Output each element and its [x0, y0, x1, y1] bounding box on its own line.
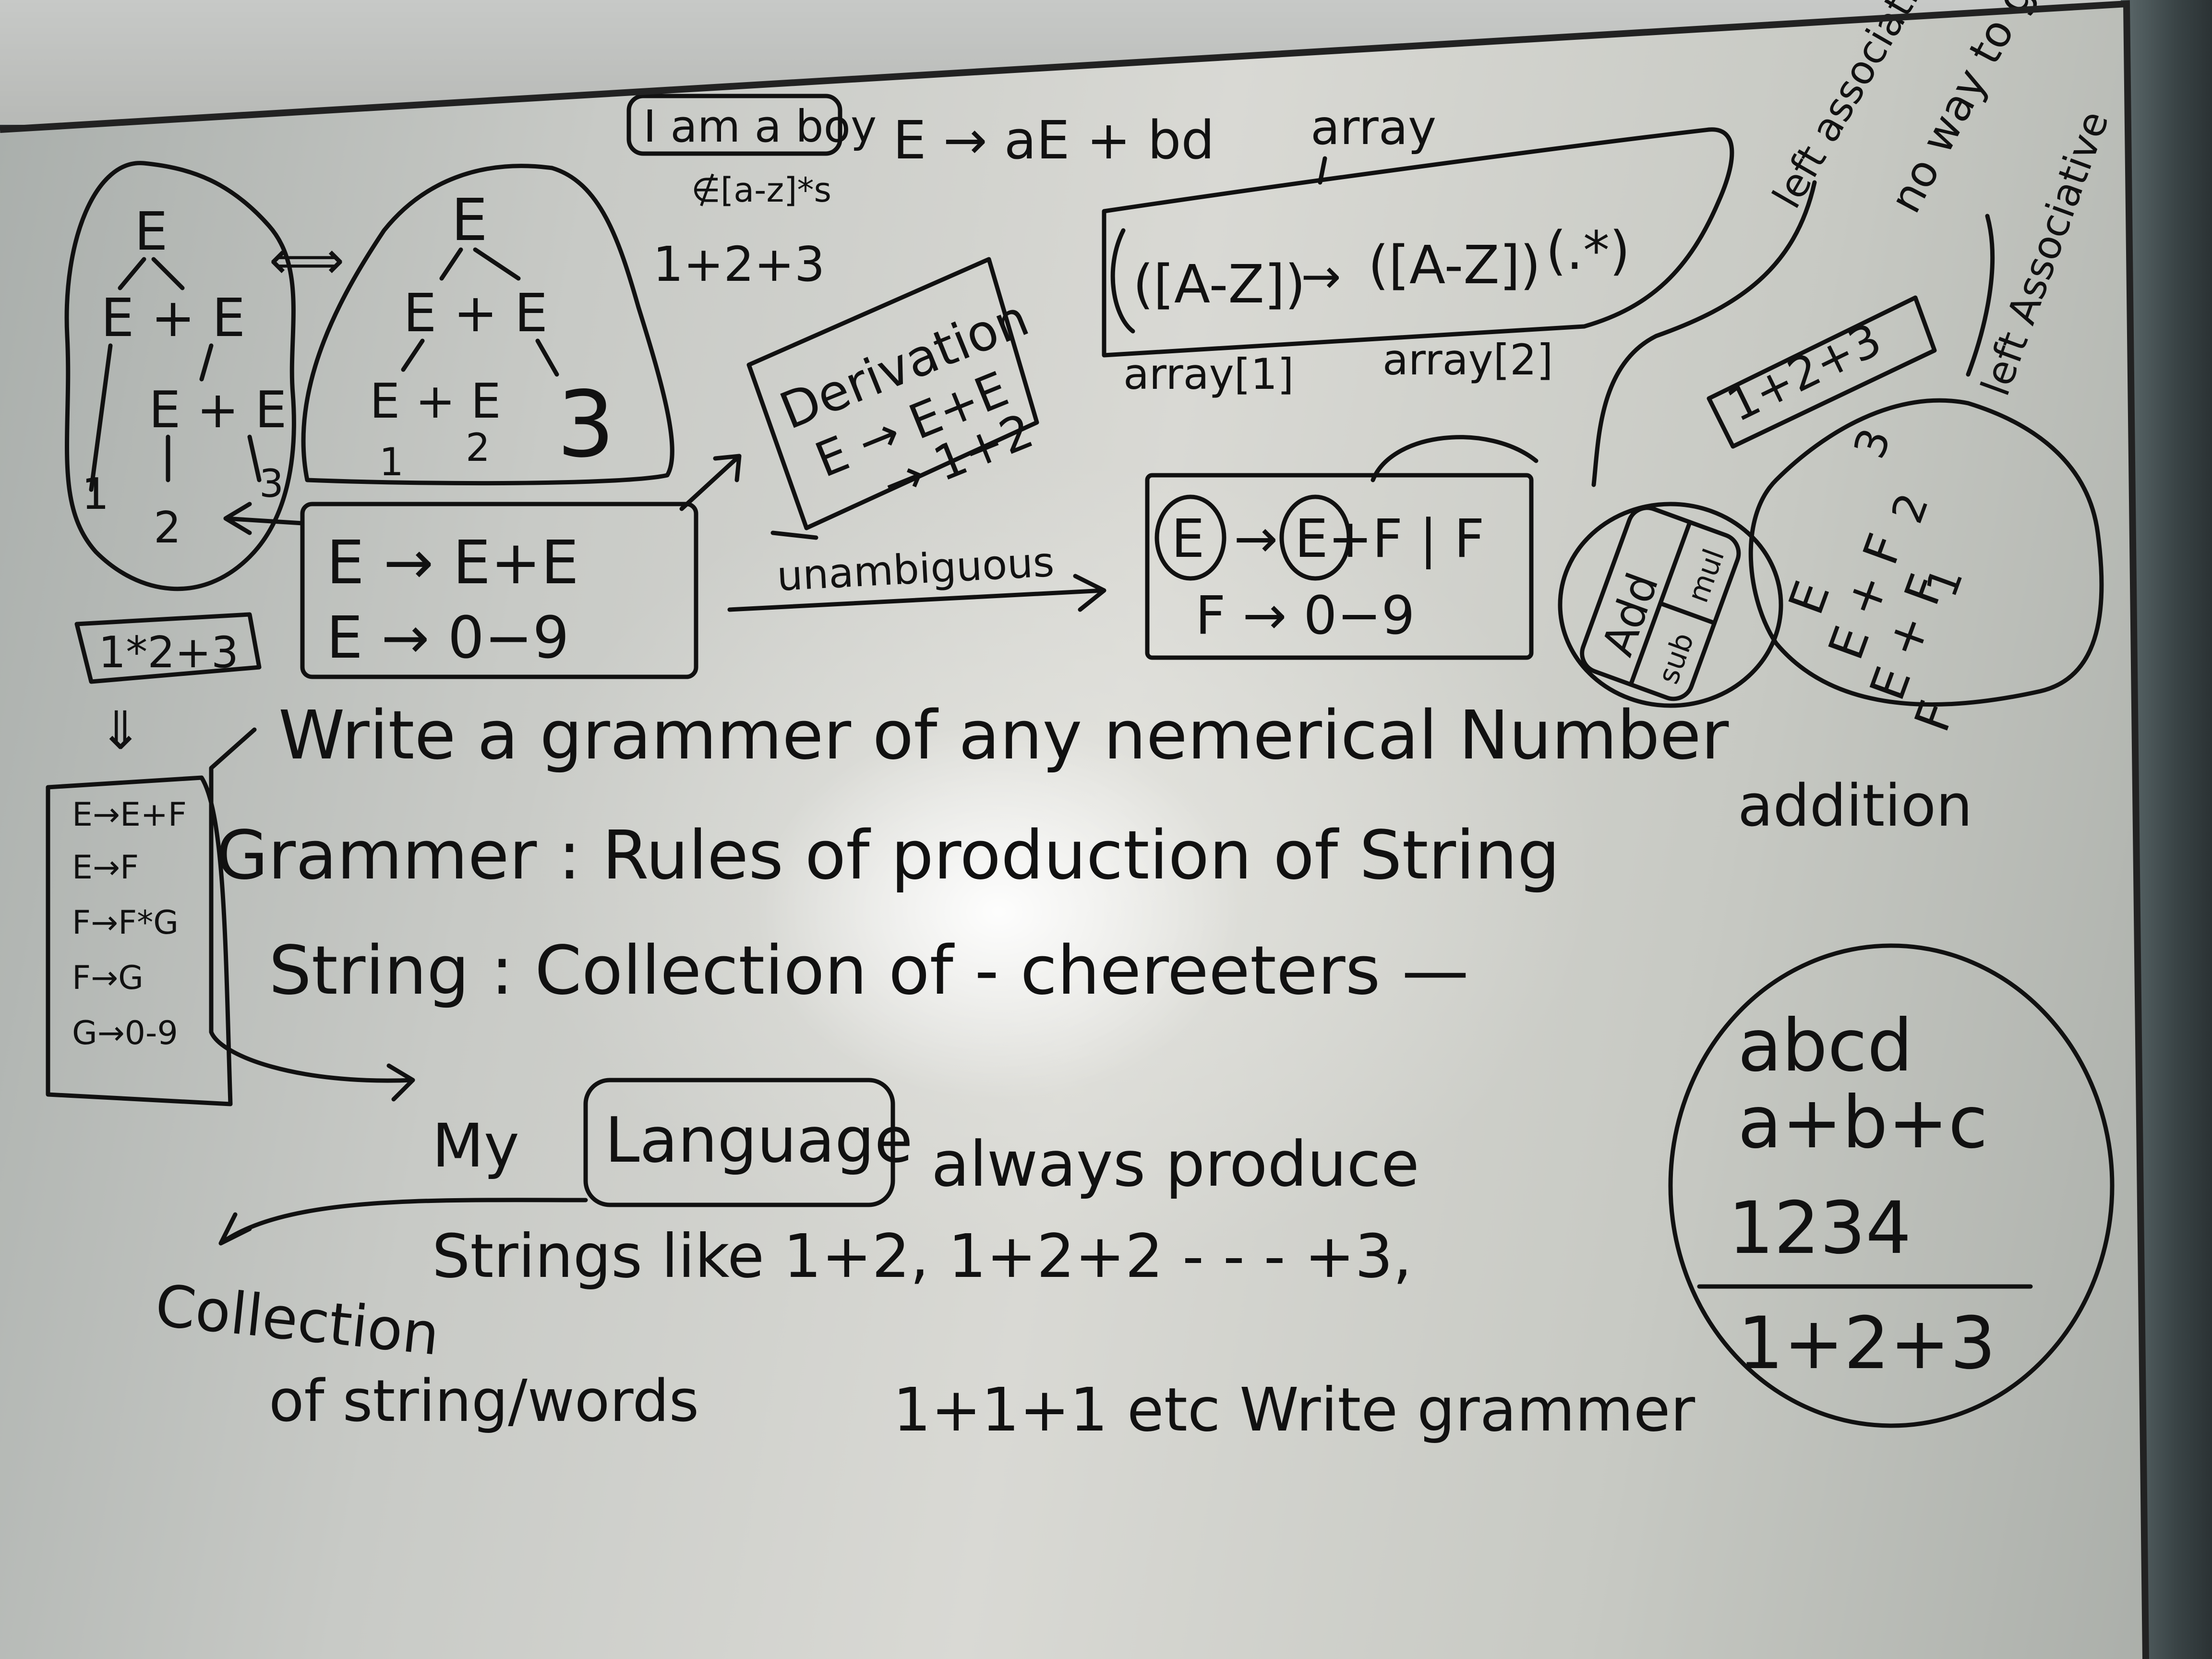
main-line4-my: My: [432, 1111, 519, 1181]
rule-2: E→F: [72, 849, 139, 887]
mid-tree-root: E: [451, 187, 488, 254]
main-line1: Write a grammer of any nemerical Number: [278, 697, 1729, 775]
regex-arrow: →: [1301, 248, 1341, 304]
left-tree-level1: E + E: [101, 287, 245, 349]
mid-tree-level1: E + E: [403, 282, 548, 344]
regex-box-3: (.*): [1546, 220, 1630, 281]
iamaboy-text: I am a boy: [643, 101, 877, 152]
main-line2: Grammer : Rules of production of String: [216, 817, 1560, 895]
rule-4: F→G: [72, 959, 144, 997]
examples-circle: abcd a+b+c 1234 1+2+3: [1668, 943, 2115, 1428]
unamb-e: E: [1171, 508, 1205, 569]
left-tree-leaf2: 2: [154, 503, 181, 553]
left-box-expr: 1*2+3: [98, 627, 239, 678]
circle-line4: 1+2+3: [1738, 1302, 1996, 1385]
main-line4-language: Language: [605, 1104, 913, 1177]
down-arrow: ⇓: [98, 700, 143, 761]
rule-3: F→F*G: [72, 904, 179, 942]
middle-parse-tree: E E + E E + E 1 2 3: [301, 164, 674, 486]
circle-line2: a+b+c: [1738, 1081, 1988, 1165]
right-tree-leaf2: 2: [1882, 487, 1938, 530]
rule-1: E→E+F: [72, 796, 187, 834]
circle-line1: abcd: [1738, 1004, 1913, 1088]
derivation-box: Derivation E → E+E → 1+2: [746, 257, 1041, 540]
mid-tree-leaf3: 3: [557, 372, 615, 478]
array1-label: array[1]: [1123, 349, 1294, 399]
circle-line3: 1234: [1728, 1187, 1911, 1270]
main-line5: Strings like 1+2, 1+2+2 - - - +3,: [432, 1222, 1412, 1291]
right-tree-l4: F: [1903, 694, 1966, 739]
collection-2: of string/words: [269, 1368, 699, 1435]
no-way-note: no way to grow right: [1880, 0, 2135, 221]
expr-123-top: 1+2+3: [653, 236, 825, 292]
main-line3: String : Collection of - chereeters —: [269, 932, 1469, 1010]
mid-tree-level2: E + E: [370, 373, 501, 429]
iamaboy-note: I am a boy ∉[a-z]*s 1+2+3: [626, 94, 877, 292]
regex-box-1: ([A-Z]): [1133, 253, 1306, 315]
left-tree-leaf3: 3: [259, 461, 284, 506]
array-label: array: [1310, 99, 1436, 156]
ambiguous-grammar-box: E → E+E E → 0−9: [223, 454, 742, 679]
main-line1b: addition: [1738, 773, 1972, 840]
operators-circle: Add sub mul: [1558, 502, 1783, 708]
main-line6: 1+1+1 etc Write grammer: [893, 1375, 1695, 1445]
mid-tree-leaf2: 2: [466, 425, 490, 470]
unamb-line1: → E+F | F: [1234, 508, 1484, 570]
regex-small-text: ∉[a-z]*s: [691, 170, 831, 210]
production-aebd: E → aE + bd: [893, 109, 1214, 171]
unamb-line2: F → 0−9: [1195, 585, 1415, 646]
regex-box-2: ([A-Z]): [1368, 234, 1541, 296]
mid-tree-leaf1: 1: [379, 440, 404, 484]
grammar-line1: E → E+E: [326, 528, 579, 598]
unambiguous-grammar-box: E → E+F | F F → 0−9: [1145, 435, 1539, 660]
grammar-line2: E → 0−9: [326, 605, 569, 672]
array2-label: array[2]: [1382, 335, 1553, 385]
left-tree-root: E: [134, 201, 168, 262]
op-add: Add: [1593, 566, 1669, 662]
equiv-arrow: ⟺: [269, 229, 345, 291]
rule-5: G→0-9: [72, 1014, 178, 1052]
left-tree-leaf1: 1: [82, 469, 109, 519]
right-tree-leaf3: 3: [1844, 422, 1901, 465]
main-line4-produce: always produce: [931, 1128, 1419, 1201]
collection-1: Collection: [152, 1273, 443, 1369]
right-parse-tree: E E + F E + F F 3 2 1: [1748, 398, 2104, 739]
right-top-notes: 1+2+3 left associative no way to grow ri…: [1591, 0, 2135, 487]
unambiguous-label: unambiguous: [776, 539, 1056, 601]
left-tree-level2: E + E: [149, 381, 287, 439]
